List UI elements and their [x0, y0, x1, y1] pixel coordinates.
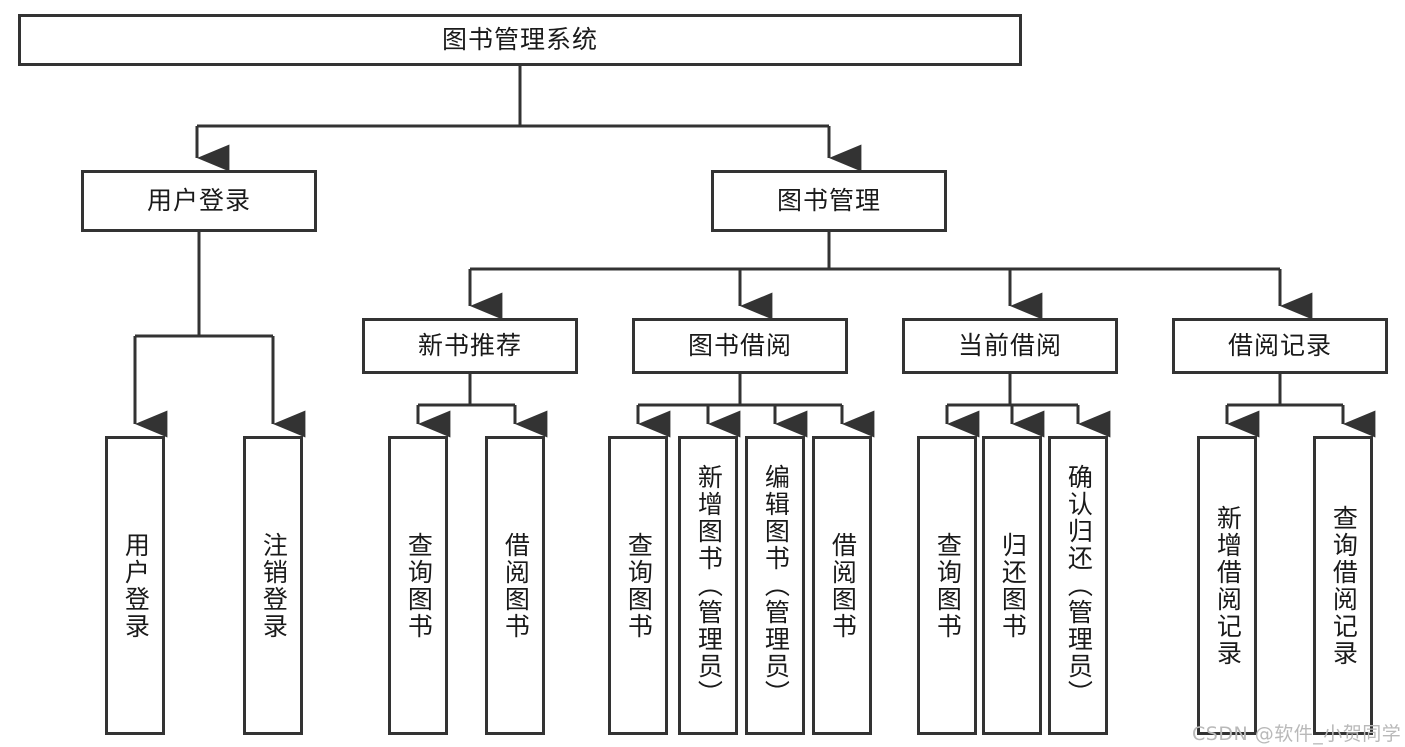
edge-user-login-to-leaves	[133, 232, 306, 438]
node-leaf-label: 新增图书（管理员）	[694, 464, 724, 707]
node-leaf-return-book[interactable]: 归还图书	[982, 436, 1042, 735]
node-leaf-query-book-rec[interactable]: 查询图书	[388, 436, 448, 735]
node-root-system[interactable]: 图书管理系统	[18, 14, 1022, 66]
csdn-watermark: CSDN @软件_小贺同学	[1192, 723, 1402, 745]
node-book-borrow[interactable]: 图书借阅	[632, 318, 848, 374]
edge-root-to-level2	[195, 66, 862, 172]
edge-current-borrow-to-leaves	[945, 374, 1111, 438]
node-leaf-label: 查询借阅记录	[1329, 504, 1359, 667]
node-leaf-query-book[interactable]: 查询图书	[608, 436, 668, 735]
node-leaf-label: 新增借阅记录	[1213, 504, 1243, 667]
node-leaf-query-borrow-record[interactable]: 查询借阅记录	[1313, 436, 1373, 735]
node-new-book-recommendation[interactable]: 新书推荐	[362, 318, 578, 374]
edge-book-manage-to-level3	[468, 232, 1313, 320]
node-leaf-confirm-return-admin[interactable]: 确认归还（管理员）	[1048, 436, 1108, 735]
node-leaf-query-book-current[interactable]: 查询图书	[917, 436, 977, 735]
node-leaf-borrow-book[interactable]: 借阅图书	[812, 436, 872, 735]
node-leaf-add-book-admin[interactable]: 新增图书（管理员）	[678, 436, 738, 735]
node-leaf-add-borrow-record[interactable]: 新增借阅记录	[1197, 436, 1257, 735]
node-borrow-record[interactable]: 借阅记录	[1172, 318, 1388, 374]
node-leaf-label: 查询图书	[404, 531, 434, 640]
edge-borrow-record-to-leaves	[1225, 374, 1376, 438]
node-leaf-label: 归还图书	[998, 531, 1028, 640]
node-leaf-edit-book-admin[interactable]: 编辑图书（管理员）	[745, 436, 805, 735]
edge-new-book-rec-to-leaves	[416, 374, 548, 438]
node-user-login[interactable]: 用户登录	[81, 170, 317, 232]
node-leaf-label: 查询图书	[933, 531, 963, 640]
node-leaf-label: 借阅图书	[828, 531, 858, 640]
node-leaf-label: 查询图书	[624, 531, 654, 640]
node-leaf-label: 用户登录	[121, 531, 151, 640]
node-leaf-logout[interactable]: 注销登录	[243, 436, 303, 735]
node-book-management[interactable]: 图书管理	[711, 170, 947, 232]
node-leaf-label: 借阅图书	[501, 531, 531, 640]
node-leaf-label: 确认归还（管理员）	[1064, 464, 1094, 707]
node-leaf-borrow-book-rec[interactable]: 借阅图书	[485, 436, 545, 735]
node-leaf-user-login[interactable]: 用户登录	[105, 436, 165, 735]
node-leaf-label: 编辑图书（管理员）	[761, 464, 791, 707]
node-current-borrow[interactable]: 当前借阅	[902, 318, 1118, 374]
edge-book-borrow-to-leaves	[636, 374, 875, 438]
node-leaf-label: 注销登录	[259, 531, 289, 640]
